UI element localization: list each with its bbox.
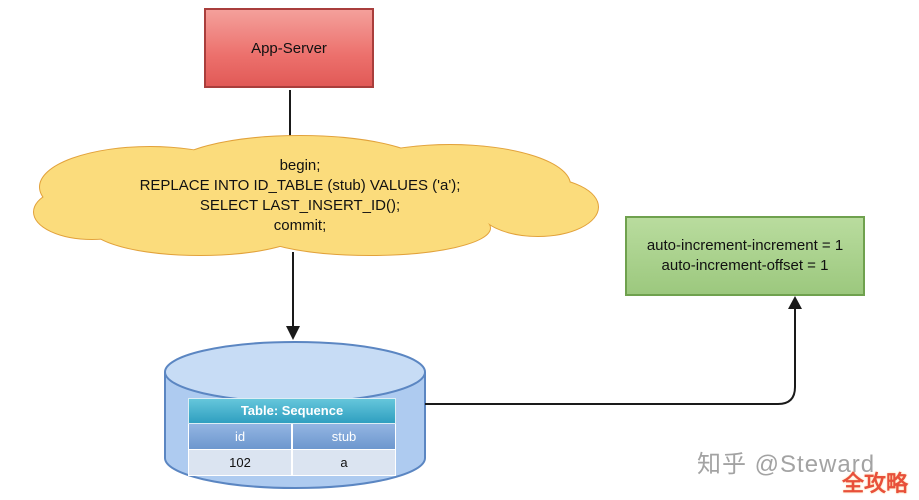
- watermark-badge: 全攻略: [842, 471, 909, 496]
- connector-db-to-config: [425, 307, 796, 405]
- arrowhead-up-icon: [788, 296, 802, 309]
- sql-statements: begin; REPLACE INTO ID_TABLE (stub) VALU…: [55, 156, 545, 236]
- sql-cloud-fill: [34, 136, 598, 255]
- sql-line-begin: begin;: [279, 157, 321, 174]
- config-node: auto-increment-increment = 1 auto-increm…: [625, 216, 865, 296]
- column-header-id: id: [188, 424, 292, 450]
- db-cylinder-top: [164, 341, 426, 403]
- sequence-table-header-row: id stub: [188, 424, 396, 450]
- cell-stub-value: a: [292, 450, 396, 476]
- app-server-label: App-Server: [251, 39, 327, 57]
- column-header-stub: stub: [292, 424, 396, 450]
- sql-line-commit: commit;: [273, 217, 327, 234]
- arrowhead-down-icon: [286, 326, 300, 340]
- sequence-table: Table: Sequence id stub 102 a: [188, 398, 396, 476]
- cell-id-value: 102: [188, 450, 292, 476]
- config-line-offset: auto-increment-offset = 1: [661, 257, 829, 274]
- sequence-table-title: Table: Sequence: [188, 398, 396, 424]
- app-server-node: App-Server: [204, 8, 374, 88]
- table-row: 102 a: [188, 450, 396, 476]
- config-line-increment: auto-increment-increment = 1: [646, 237, 844, 254]
- sql-line-select: SELECT LAST_INSERT_ID();: [199, 197, 401, 214]
- sql-line-replace: REPLACE INTO ID_TABLE (stub) VALUES ('a'…: [139, 177, 461, 194]
- watermark-text: 知乎 @Steward: [697, 451, 876, 478]
